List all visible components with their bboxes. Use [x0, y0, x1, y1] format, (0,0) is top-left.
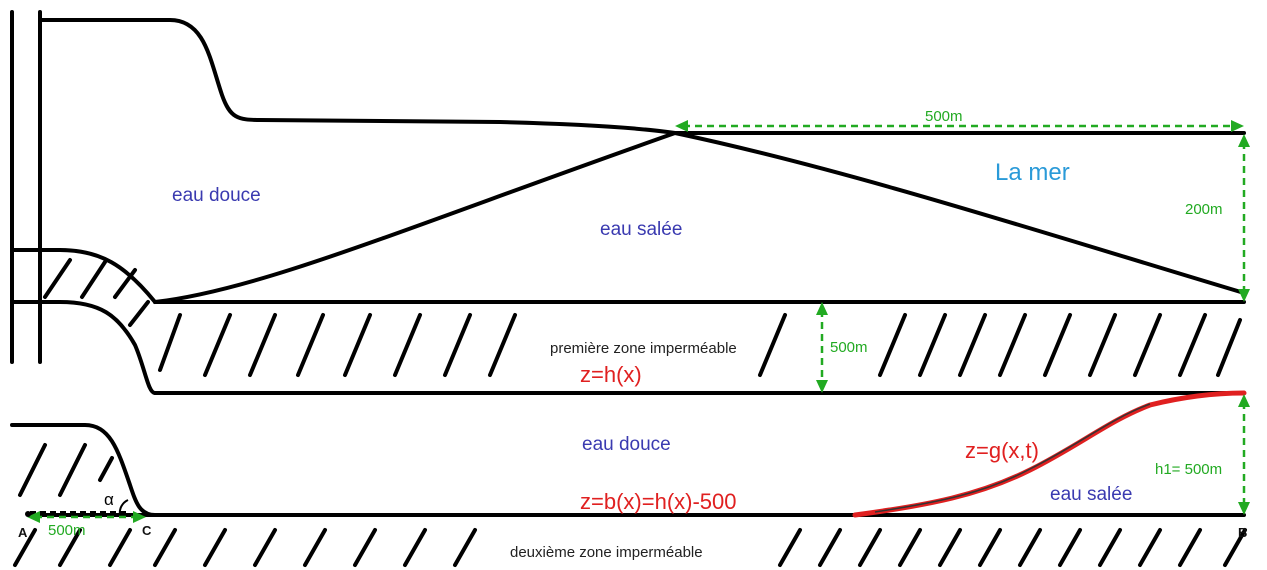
- dim-ac-arrow-right: [133, 511, 146, 523]
- label-fresh-water-top: eau douce: [172, 185, 261, 206]
- point-b-label: B: [1238, 525, 1247, 540]
- dim-sea-depth-label: 200m: [1185, 201, 1223, 218]
- hatching-first-impermeable: [158, 313, 1242, 377]
- label-salt-water-bottom: eau salée: [1050, 484, 1132, 505]
- hatching-lower-step: [18, 443, 114, 497]
- label-second-impermeable: deuxième zone imperméable: [510, 544, 703, 561]
- label-salt-water-top: eau salée: [600, 219, 682, 240]
- label-fresh-water-bottom: eau douce: [582, 434, 671, 455]
- dim-ac-arrow-left: [27, 511, 40, 523]
- saltwater-interface-top: [153, 131, 677, 304]
- dim-layer-arrow-bottom: [816, 380, 828, 393]
- upper-layer-step: [10, 248, 157, 304]
- label-eq-g: z=g(x,t): [965, 438, 1039, 463]
- dim-h1-label: h1= 500m: [1155, 461, 1222, 478]
- angle-alpha-arc: [118, 499, 129, 516]
- dim-top-arrow-left: [675, 120, 688, 132]
- dim-top-arrow-right: [1231, 120, 1244, 132]
- point-a-label: A: [18, 525, 28, 540]
- lower-layer-step: [10, 423, 157, 517]
- angle-alpha-label: α: [104, 490, 114, 509]
- hatching-left-step: [43, 258, 150, 327]
- label-eq-b: z=b(x)=h(x)-500: [580, 489, 737, 514]
- label-sea: La mer: [995, 159, 1070, 186]
- ground-surface-curve: [38, 18, 677, 135]
- label-eq-h: z=h(x): [580, 362, 642, 387]
- dim-h1-arrow-bottom: [1238, 502, 1250, 515]
- hatching-second-impermeable: [13, 528, 1247, 567]
- dim-sea-depth-arrow-top: [1238, 134, 1250, 147]
- dim-top-width-label: 500m: [925, 108, 963, 125]
- dim-layer-label: 500m: [830, 339, 868, 356]
- point-c-label: C: [142, 523, 152, 538]
- label-first-impermeable: première zone imperméable: [550, 340, 737, 357]
- sea-bottom-slope: [673, 131, 1246, 295]
- point-a-dot: [25, 511, 31, 517]
- interface-curve-g-shadow: [874, 403, 1151, 513]
- dim-h1-arrow-top: [1238, 394, 1250, 407]
- dim-layer-arrow-top: [816, 302, 828, 315]
- dim-sea-depth-arrow-bottom: [1238, 289, 1250, 302]
- impermeable-top-step: [10, 300, 157, 395]
- dim-ac-label: 500m: [48, 522, 86, 539]
